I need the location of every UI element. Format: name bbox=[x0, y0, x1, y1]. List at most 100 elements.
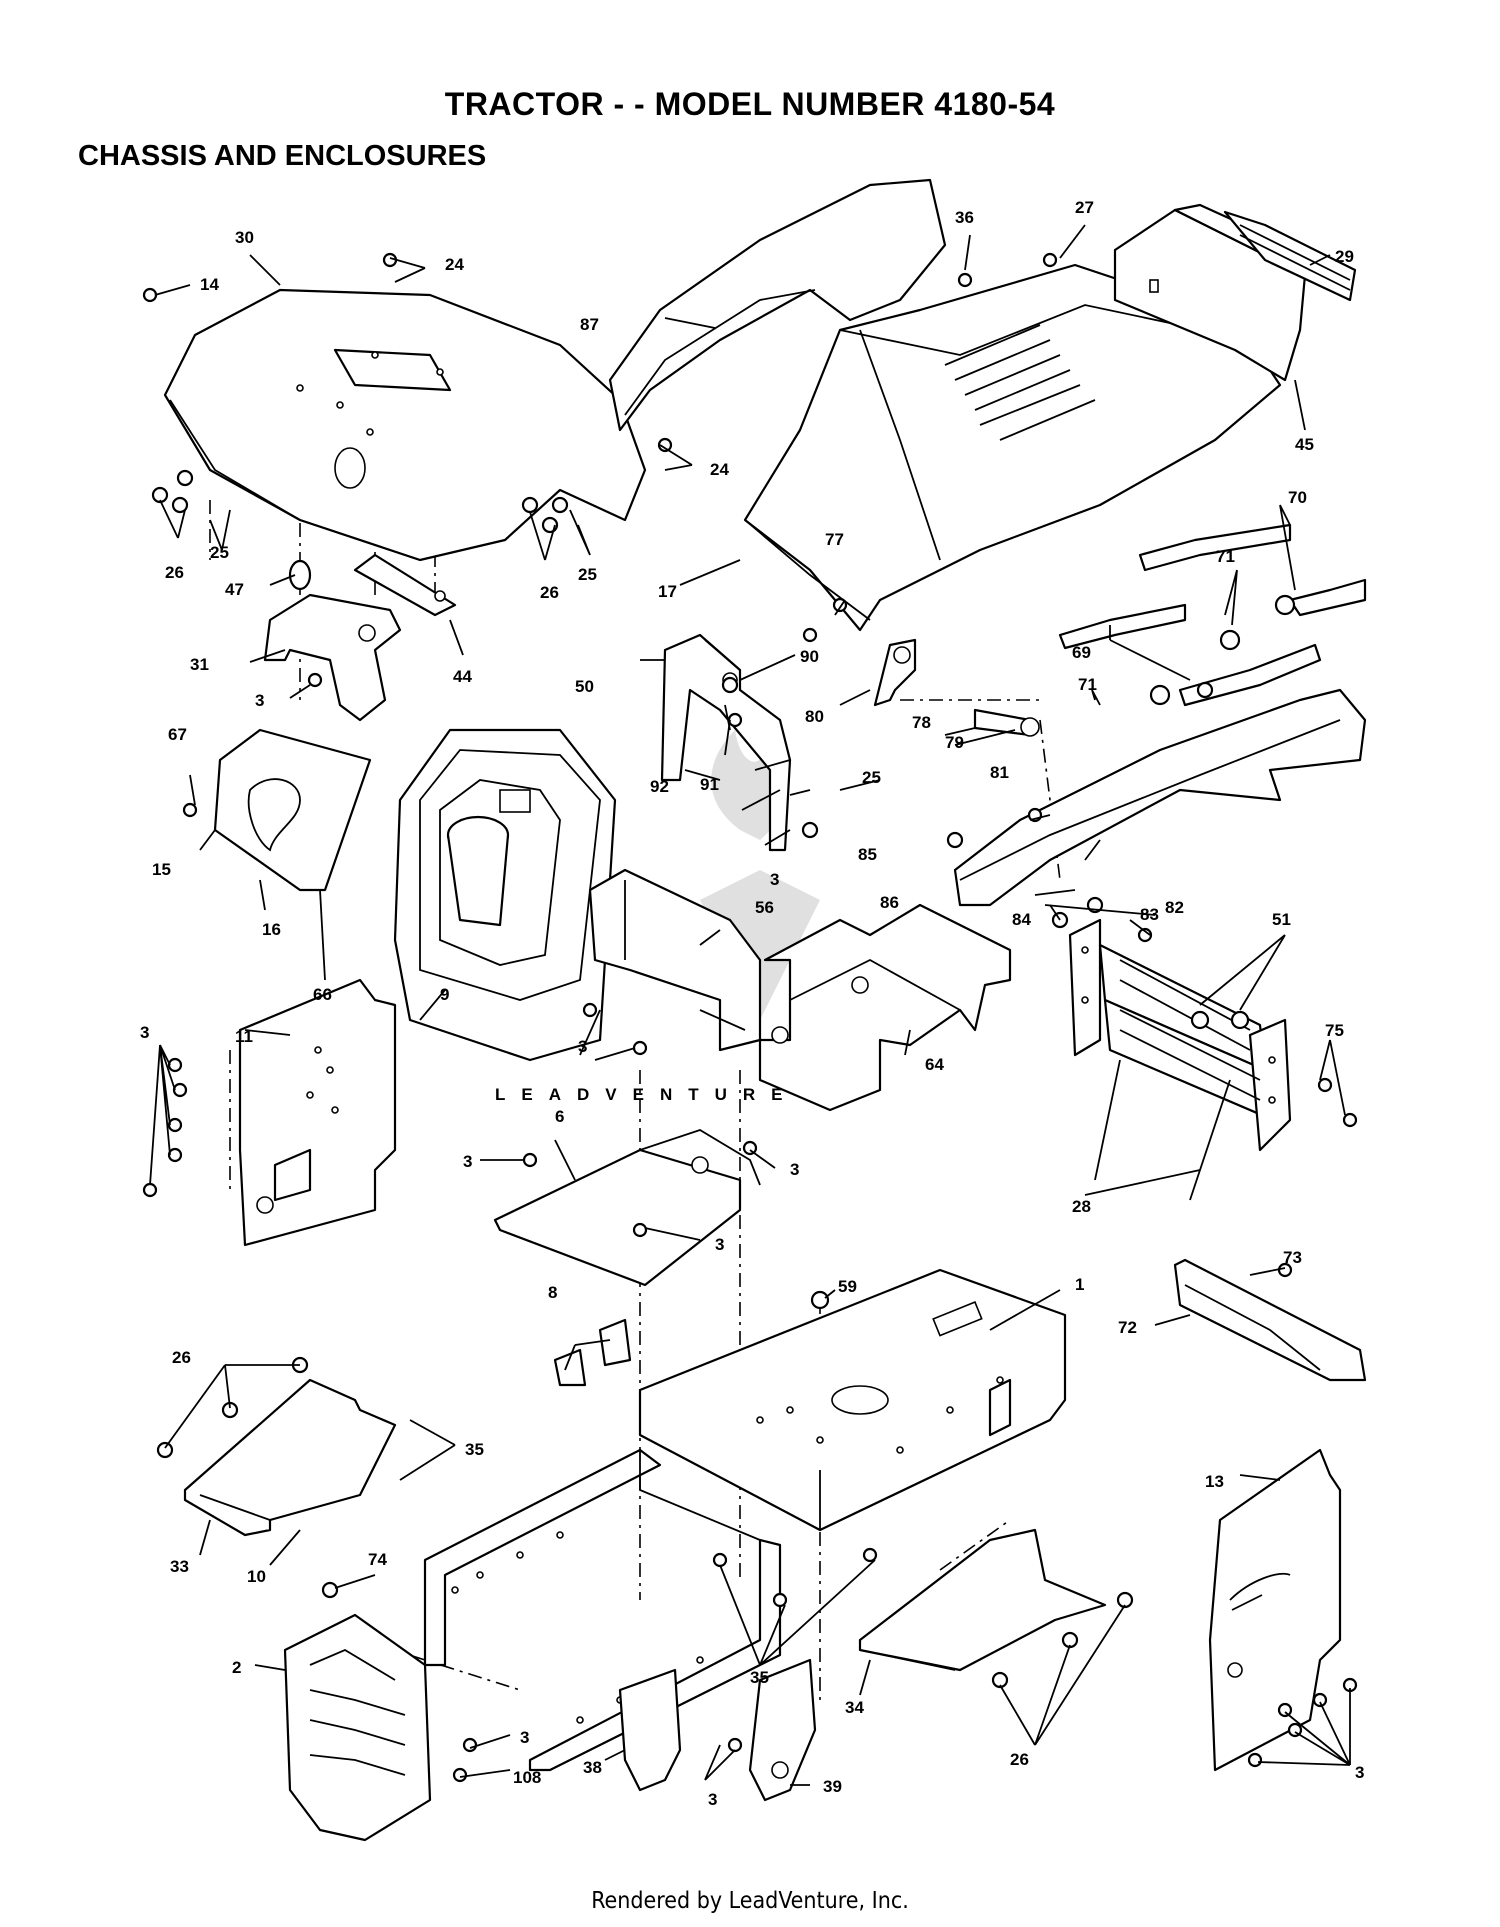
callout: 45 bbox=[1295, 435, 1314, 454]
watermark-text: LEADVENTURE bbox=[495, 1085, 799, 1104]
callout: 73 bbox=[1283, 1248, 1302, 1267]
callout: 36 bbox=[955, 208, 974, 227]
callout: 15 bbox=[152, 860, 171, 879]
callout: 24 bbox=[710, 460, 729, 479]
callout: 16 bbox=[262, 920, 281, 939]
part-rear-brackets bbox=[618, 1658, 817, 1802]
callout: 33 bbox=[170, 1557, 189, 1576]
callout: 28 bbox=[1072, 1197, 1091, 1216]
callout: 56 bbox=[755, 898, 774, 917]
part-rear-drawbar bbox=[1173, 1258, 1367, 1382]
section-title: CHASSIS AND ENCLOSURES bbox=[78, 140, 487, 172]
callout: 24 bbox=[445, 255, 464, 274]
callout: 39 bbox=[823, 1777, 842, 1796]
callout: 79 bbox=[945, 733, 964, 752]
part-hood-pivot bbox=[873, 638, 1040, 737]
part-right-footrest bbox=[858, 1528, 1107, 1672]
part-dash-bracket bbox=[263, 553, 457, 722]
part-hood-grille bbox=[1113, 203, 1357, 382]
callout: 71 bbox=[1216, 547, 1235, 566]
part-right-side-panel bbox=[1208, 1448, 1342, 1772]
part-front-skirt bbox=[953, 688, 1367, 907]
callout: 14 bbox=[200, 275, 219, 294]
callout: 26 bbox=[540, 583, 559, 602]
callout: 71 bbox=[1078, 675, 1097, 694]
part-hood-brackets bbox=[1058, 523, 1367, 707]
callout: 3 bbox=[520, 1728, 529, 1747]
callout: 3 bbox=[770, 870, 779, 889]
part-main-frame bbox=[423, 1268, 1067, 1772]
callout: 92 bbox=[650, 777, 669, 796]
callout: 74 bbox=[368, 1550, 387, 1569]
callout: 11 bbox=[235, 1027, 253, 1046]
part-battery-clips bbox=[553, 1318, 632, 1387]
part-left-footrest bbox=[183, 1378, 397, 1537]
callout: 13 bbox=[1205, 1472, 1224, 1491]
callout: 3 bbox=[1355, 1763, 1364, 1782]
part-front-grille bbox=[1068, 918, 1292, 1201]
callout: 82 bbox=[1165, 898, 1184, 917]
callout: 2 bbox=[232, 1658, 241, 1677]
hardware-fasteners bbox=[142, 252, 1358, 1783]
callout: 3 bbox=[140, 1023, 149, 1042]
callout: 3 bbox=[255, 691, 264, 710]
callout: 34 bbox=[845, 1698, 864, 1717]
callout: 35 bbox=[465, 1440, 484, 1459]
callout: 51 bbox=[1272, 910, 1291, 929]
callout: 3 bbox=[578, 1037, 587, 1056]
part-console-bracket bbox=[588, 868, 762, 1052]
callout: 6 bbox=[555, 1107, 564, 1126]
callout: 27 bbox=[1075, 198, 1094, 217]
callout: 72 bbox=[1118, 1318, 1137, 1337]
callout: 77 bbox=[825, 530, 844, 549]
callout: 81 bbox=[990, 763, 1009, 782]
callout: 25 bbox=[210, 543, 229, 562]
callout: 90 bbox=[800, 647, 819, 666]
callout-labels: 1 2 3 3 3 3 3 3 3 3 3 3 6 8 9 10 11 13 1… bbox=[140, 198, 1364, 1809]
callout: 31 bbox=[190, 655, 209, 674]
callout: 78 bbox=[912, 713, 931, 732]
callout: 17 bbox=[658, 582, 677, 601]
callout: 66 bbox=[313, 985, 332, 1004]
part-pedestal bbox=[758, 903, 1012, 1112]
callout: 3 bbox=[790, 1160, 799, 1179]
part-battery-tray bbox=[493, 1129, 761, 1287]
part-hood-side-panel bbox=[608, 178, 947, 432]
part-rear-plate bbox=[283, 1613, 432, 1842]
callout: 84 bbox=[1012, 910, 1031, 929]
callout: 9 bbox=[440, 985, 449, 1004]
callout: 30 bbox=[235, 228, 254, 247]
part-hood bbox=[743, 263, 1282, 632]
callout: 64 bbox=[925, 1055, 944, 1074]
callout: 35 bbox=[750, 1668, 769, 1687]
part-dash-cover bbox=[163, 288, 647, 562]
part-heat-shield bbox=[213, 728, 372, 892]
callout: 70 bbox=[1288, 488, 1307, 507]
callout: 29 bbox=[1335, 247, 1354, 266]
callout: 10 bbox=[247, 1567, 266, 1586]
callout: 26 bbox=[165, 563, 184, 582]
callout: 25 bbox=[862, 768, 881, 787]
callout: 91 bbox=[700, 775, 719, 794]
callout: 25 bbox=[578, 565, 597, 584]
callout: 75 bbox=[1325, 1021, 1344, 1040]
callout: 67 bbox=[168, 725, 187, 744]
diagram-title: TRACTOR - - MODEL NUMBER 4180-54 bbox=[444, 86, 1056, 122]
callout: 3 bbox=[715, 1235, 724, 1254]
callout: 80 bbox=[805, 707, 824, 726]
callout: 38 bbox=[583, 1758, 602, 1777]
callout: 59 bbox=[838, 1277, 857, 1296]
callout: 69 bbox=[1072, 643, 1091, 662]
callout: 26 bbox=[172, 1348, 191, 1367]
callout: 86 bbox=[880, 893, 899, 912]
callout: 50 bbox=[575, 677, 594, 696]
callout: 8 bbox=[548, 1283, 557, 1302]
callout: 3 bbox=[463, 1152, 472, 1171]
callout: 108 bbox=[513, 1768, 541, 1787]
callout: 85 bbox=[858, 845, 877, 864]
callout-leader-lines bbox=[149, 224, 1351, 1786]
callout: 3 bbox=[708, 1790, 717, 1809]
callout: 1 bbox=[1075, 1275, 1084, 1294]
part-left-side-panel bbox=[238, 978, 397, 1247]
